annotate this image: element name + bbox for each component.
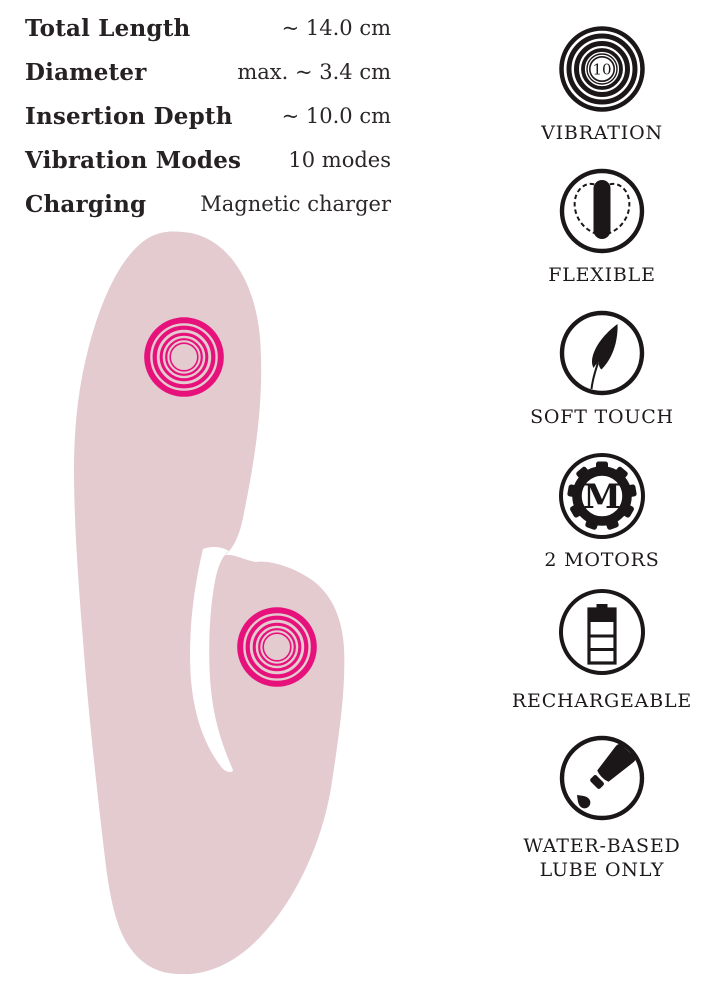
feather-icon [559, 310, 645, 396]
vibration-rings-icon: 10 [559, 26, 645, 112]
feature-rechargeable: RECHARGEABLE [487, 588, 702, 713]
feature-vibration: 10 VIBRATION [487, 25, 702, 145]
flexible-shaft-icon [559, 168, 645, 254]
spec-label: Total Length [25, 14, 191, 42]
lube-tube-icon [559, 735, 645, 821]
motor-indicator-shaft [144, 317, 224, 397]
spec-value: ~ 10.0 cm [281, 104, 391, 128]
motor-indicator-arm [237, 607, 317, 687]
spec-row-charging: Charging Magnetic charger [25, 182, 391, 226]
spec-label: Insertion Depth [25, 102, 233, 130]
feature-flexible: FLEXIBLE [487, 167, 702, 287]
spec-value: 10 modes [288, 148, 391, 172]
spec-value: Magnetic charger [200, 192, 391, 216]
spec-value: max. ~ 3.4 cm [237, 60, 391, 84]
feature-water-based-lube: WATER-BASED LUBE ONLY [487, 734, 702, 882]
feature-label-rechargeable: RECHARGEABLE [511, 690, 693, 712]
spec-row-total-length: Total Length ~ 14.0 cm [25, 6, 391, 50]
motor-gear-icon: M [559, 453, 645, 539]
feature-soft-touch: SOFT TOUCH [487, 309, 702, 429]
feature-label-vibration: VIBRATION [541, 122, 663, 144]
feature-label-soft-touch: SOFT TOUCH [530, 406, 674, 428]
feature-label-2-motors: 2 MOTORS [544, 549, 660, 571]
flex-gap-cutout [190, 546, 233, 772]
vibration-modes-badge: 10 [592, 61, 611, 79]
spec-label: Vibration Modes [25, 146, 242, 174]
battery-icon [559, 589, 645, 675]
spec-table: Total Length ~ 14.0 cm Diameter max. ~ 3… [25, 6, 391, 226]
feature-label-flexible: FLEXIBLE [548, 264, 656, 286]
spec-label: Charging [25, 190, 147, 218]
feature-label-water-based-lube: WATER-BASED LUBE ONLY [523, 835, 681, 881]
spec-row-vibration-modes: Vibration Modes 10 modes [25, 138, 391, 182]
motor-letter: M [583, 477, 621, 517]
spec-label: Diameter [25, 58, 147, 86]
spec-value: ~ 14.0 cm [281, 16, 391, 40]
feature-2-motors: M 2 MOTORS [487, 452, 702, 572]
spec-row-insertion-depth: Insertion Depth ~ 10.0 cm [25, 94, 391, 138]
spec-row-diameter: Diameter max. ~ 3.4 cm [25, 50, 391, 94]
